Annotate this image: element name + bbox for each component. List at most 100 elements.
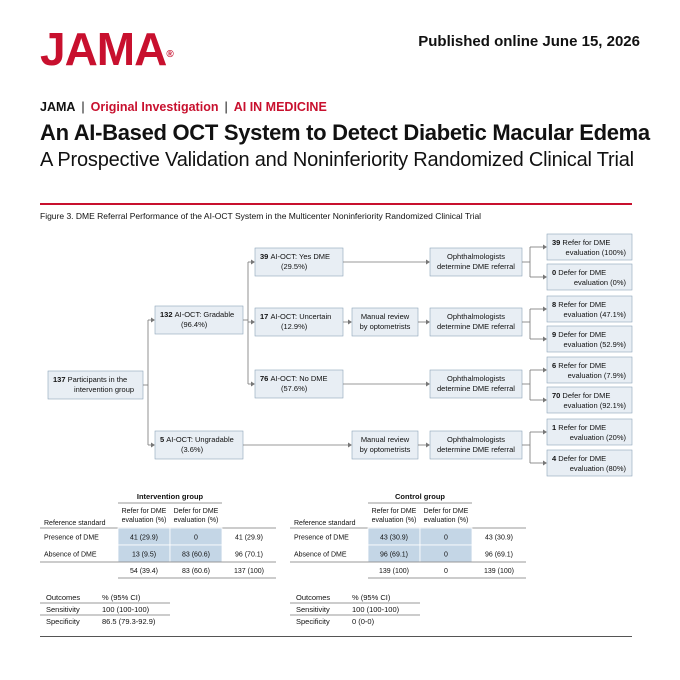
arrowhead [426,259,430,265]
figure-top-rule [40,203,632,205]
arrowhead [543,336,547,342]
outcome-box-6-text2: evaluation (92.1%) [563,401,626,410]
intervention-table-col1-h2: evaluation (%) [122,517,167,524]
published-date: Published online June 15, 2026 [418,33,640,50]
arrowhead [543,367,547,373]
manual-review-box-2-text2: by optometrists [360,445,411,454]
outcome-box-5 [546,356,633,384]
ophthalmologists-box-2 [429,307,523,337]
figure-caption: Figure 3. DME Referral Performance of th… [40,211,482,221]
arrowhead [543,429,547,435]
manual-review-box-1-text2: by optometrists [360,322,411,331]
arrowhead [251,381,255,387]
uncertain-box-text2: (12.9%) [281,322,308,331]
outcome-box-5-text2: evaluation (7.9%) [568,371,627,380]
participants-box-text2: intervention group [74,385,134,394]
bottom-rule [40,636,632,637]
intervention-table-row-total: 96 (70.1) [235,552,263,559]
arrowhead [251,259,255,265]
no-dme-box-text: 76 AI-OCT: No DME [260,374,328,383]
intervention-table-col2-h1: Defer for DME [174,508,219,515]
intervention-table-col2-h2: evaluation (%) [174,517,219,524]
gradable-box-text: 132 AI-OCT: Gradable [160,310,234,319]
intervention-outcomes-label: Specificity [46,617,80,626]
intervention-table-total-c1: 54 (39.4) [130,568,158,575]
arrowhead [543,244,547,250]
control-table-col2-h2: evaluation (%) [424,517,469,524]
arrowhead [251,319,255,325]
participants-box-text: 137 Participants in the [53,375,127,384]
control-table-total-c1: 139 (100) [379,568,409,575]
outcome-box-7-text: 1 Refer for DME [552,423,606,432]
control-table-col2-h1: Defer for DME [424,508,469,515]
intervention-outcomes-value: 86.5 (79.3-92.9) [102,617,156,626]
outcome-box-1 [546,233,633,261]
ophthalmologists-box-2-text2: determine DME referral [437,322,515,331]
control-table-row-total: 43 (30.9) [485,535,513,542]
intervention-outcomes-value: 100 (100-100) [102,605,150,614]
intervention-table-ref-label: Reference standard [44,520,106,527]
outcome-box-3-text: 8 Refer for DME [552,300,606,309]
intervention-table-row-c1: 41 (29.9) [130,535,158,542]
control-outcomes-value: 100 (100-100) [352,605,400,614]
gradable-box [154,305,244,335]
control-table-row-c2: 0 [444,552,448,559]
outcome-box-4-text: 9 Defer for DME [552,330,606,339]
arrowhead [151,442,155,448]
journal-line: JAMA|Original Investigation|AI IN MEDICI… [40,100,327,114]
section-label[interactable]: Original Investigation [90,100,219,114]
control-outcomes-h2: % (95% CI) [352,593,391,602]
arrowhead [426,319,430,325]
control-outcomes-label: Sensitivity [296,605,330,614]
arrowhead [543,274,547,280]
outcome-box-7-text2: evaluation (20%) [570,433,627,442]
article-subtitle: A Prospective Validation and Noninferior… [40,149,634,171]
outcome-box-8-text: 4 Defer for DME [552,454,606,463]
intervention-table-row-c1: 13 (9.5) [132,552,156,559]
outcome-box-8 [546,449,633,477]
intervention-table-row-label: Absence of DME [44,552,97,559]
arrowhead [426,381,430,387]
outcome-box-8-text2: evaluation (80%) [570,464,627,473]
arrowhead [543,397,547,403]
ophthalmologists-box-3-text2: determine DME referral [437,384,515,393]
yes-dme-box [254,247,344,277]
control-table-row-total: 96 (69.1) [485,552,513,559]
control-outcomes-value: 0 (0-0) [352,617,375,626]
control-table-title: Control group [395,492,445,501]
control-table-row-label: Presence of DME [294,535,349,542]
intervention-table-total-all: 137 (100) [234,568,264,575]
control-outcomes-h1: Outcomes [296,593,330,602]
ophthalmologists-box-4-text1: Ophthalmologists [447,435,505,444]
topic-label[interactable]: AI IN MEDICINE [233,100,327,114]
participants-box [47,370,144,400]
no-dme-box-text2: (57.6%) [281,384,308,393]
article-title: An AI-Based OCT System to Detect Diabeti… [40,120,650,145]
arrowhead [151,317,155,323]
control-table-ref-label: Reference standard [294,520,356,527]
ophthalmologists-box-4-text2: determine DME referral [437,445,515,454]
arrowhead [348,319,352,325]
ophthalmologists-box-1-text2: determine DME referral [437,262,515,271]
outcome-box-6-text: 70 Defer for DME [552,391,610,400]
control-table-row-c2: 0 [444,535,448,542]
arrowhead [348,442,352,448]
arrowhead [543,460,547,466]
intervention-outcomes-h2: % (95% CI) [102,593,141,602]
ungradable-box [154,430,244,460]
control-table-col1-h2: evaluation (%) [372,517,417,524]
intervention-table-row-c2: 0 [194,535,198,542]
journal-name: JAMA [40,100,76,114]
arrowhead [426,442,430,448]
intervention-table-row-label: Presence of DME [44,535,99,542]
intervention-outcomes-label: Sensitivity [46,605,80,614]
ungradable-box-text: 5 AI-OCT: Ungradable [160,435,234,444]
ophthalmologists-box-3-text1: Ophthalmologists [447,374,505,383]
control-outcomes-label: Specificity [296,617,330,626]
control-table-total-c2: 0 [444,568,448,575]
gradable-box-text2: (96.4%) [181,320,208,329]
jama-logo: JAMA® [40,23,174,75]
ophthalmologists-box-1 [429,247,523,277]
control-table-row-c1: 43 (30.9) [380,535,408,542]
